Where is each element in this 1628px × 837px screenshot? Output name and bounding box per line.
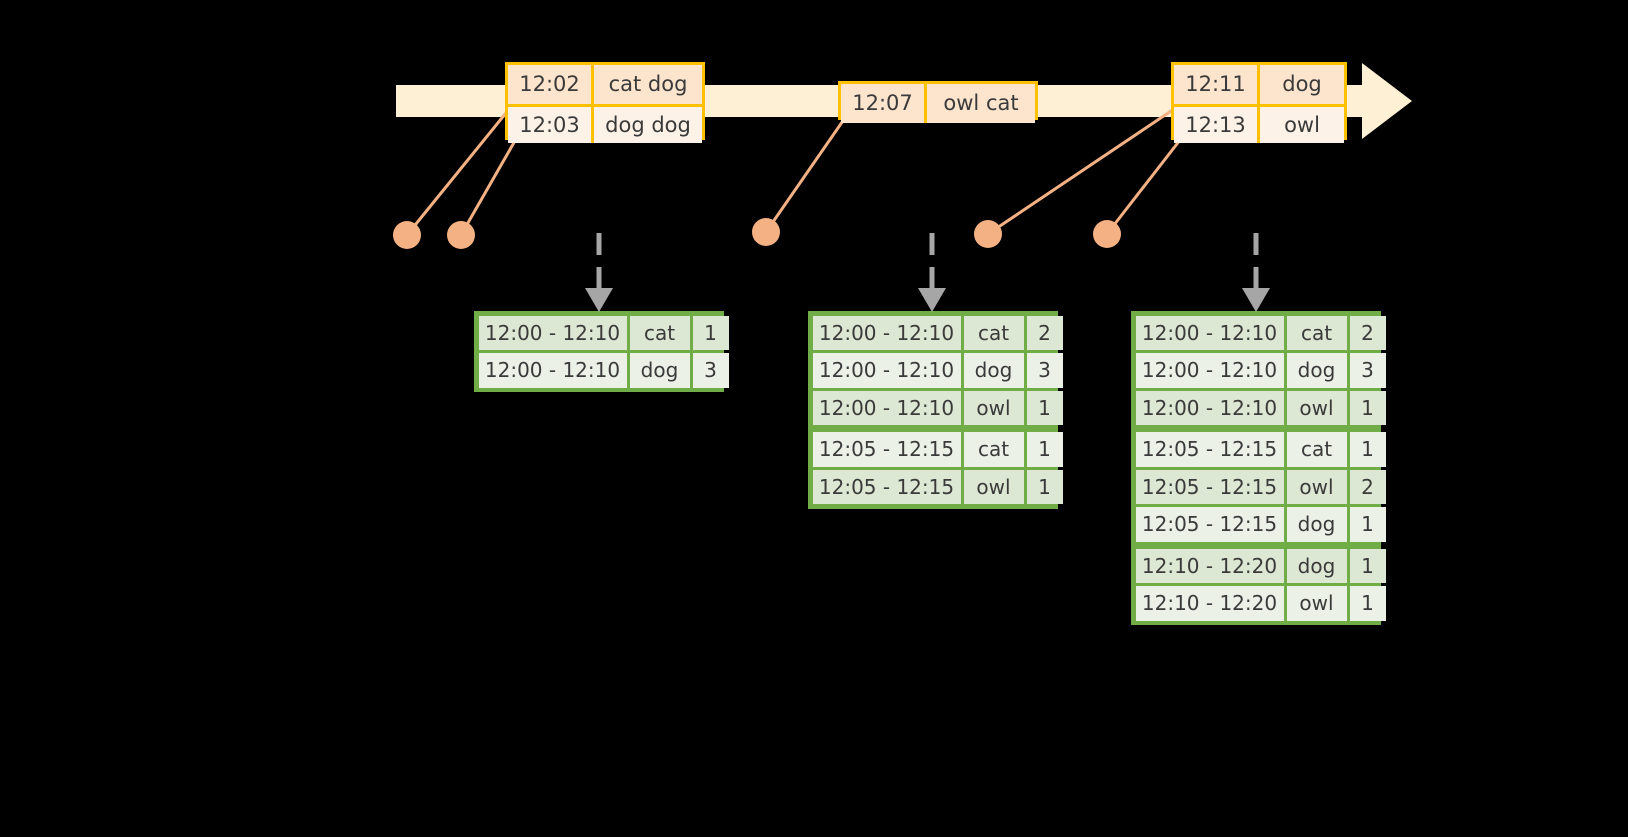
dashed-arrow-3: [1242, 233, 1270, 312]
event-dot-3: [752, 218, 780, 246]
cell-count: 1: [1349, 507, 1386, 542]
event-row: 12:07 owl cat: [841, 84, 1035, 123]
event-group-1: 12:02 cat dog 12:03 dog dog: [505, 62, 705, 143]
event-row: 12:03 dog dog: [508, 104, 702, 143]
event-dot-2: [447, 221, 475, 249]
window-group-separator: [811, 426, 1055, 431]
dashed-arrow-1: [585, 233, 613, 312]
window-group-separator: [1134, 543, 1378, 547]
event-payload: owl: [1260, 107, 1344, 143]
cell-key: cat: [1286, 432, 1347, 467]
cell-count: 1: [692, 315, 729, 350]
cell-count: 1: [1349, 390, 1386, 425]
dashed-arrow-2: [918, 233, 946, 312]
cell-key: cat: [1286, 315, 1347, 350]
cell-key: cat: [963, 315, 1024, 350]
cell-key: cat: [963, 432, 1024, 467]
cell-count: 2: [1026, 315, 1063, 350]
connector-line-4: [987, 103, 1181, 236]
event-time: 12:13: [1174, 107, 1260, 143]
cell-count: 1: [1349, 548, 1386, 583]
cell-key: owl: [963, 390, 1024, 425]
cell-key: owl: [1286, 390, 1347, 425]
cell-window: 12:05 - 12:15: [1135, 469, 1284, 504]
cell-window: 12:05 - 12:15: [1135, 507, 1284, 542]
cell-count: 2: [1349, 315, 1386, 350]
cell-window: 12:10 - 12:20: [1135, 586, 1284, 621]
cell-key: dog: [1286, 548, 1347, 583]
connector-line-2: [459, 138, 518, 236]
event-payload: owl cat: [927, 84, 1035, 123]
window-group-separator: [1134, 426, 1378, 431]
event-group-3: 12:11 dog 12:13 owl: [1171, 62, 1347, 143]
cell-count: 2: [1349, 469, 1386, 504]
cell-count: 1: [1349, 586, 1386, 621]
event-row: 12:11 dog: [1174, 65, 1344, 104]
connector-line-5: [1105, 139, 1182, 235]
cell-key: dog: [963, 353, 1024, 388]
cell-window: 12:05 - 12:15: [1135, 432, 1284, 467]
cell-count: 1: [1026, 390, 1063, 425]
cell-window: 12:05 - 12:15: [812, 469, 961, 504]
cell-window: 12:00 - 12:10: [1135, 390, 1284, 425]
event-time: 12:02: [508, 65, 594, 104]
cell-window: 12:00 - 12:10: [478, 353, 627, 388]
event-time: 12:07: [841, 84, 927, 123]
event-time: 12:11: [1174, 65, 1260, 104]
cell-key: owl: [1286, 469, 1347, 504]
event-dot-1: [393, 221, 421, 249]
cell-key: dog: [1286, 353, 1347, 388]
event-row: 12:02 cat dog: [508, 65, 702, 104]
event-row: 12:13 owl: [1174, 104, 1344, 143]
connector-line-1: [405, 107, 512, 236]
cell-window: 12:00 - 12:10: [812, 353, 961, 388]
event-dot-5: [1093, 220, 1121, 248]
cell-window: 12:00 - 12:10: [1135, 315, 1284, 350]
cell-count: 1: [1026, 469, 1063, 504]
cell-window: 12:10 - 12:20: [1135, 548, 1284, 583]
cell-count: 3: [1026, 353, 1063, 388]
event-payload: dog: [1260, 65, 1344, 104]
cell-window: 12:05 - 12:15: [812, 432, 961, 467]
cell-count: 1: [1349, 432, 1386, 467]
event-payload: dog dog: [594, 107, 702, 143]
cell-count: 1: [1026, 432, 1063, 467]
cell-count: 3: [1349, 353, 1386, 388]
cell-key: dog: [629, 353, 690, 388]
cell-window: 12:00 - 12:10: [1135, 353, 1284, 388]
cell-window: 12:00 - 12:10: [812, 315, 961, 350]
event-group-2: 12:07 owl cat: [838, 81, 1038, 123]
event-dot-4: [974, 220, 1002, 248]
cell-key: owl: [963, 469, 1024, 504]
connector-line-3: [764, 114, 849, 233]
cell-window: 12:00 - 12:10: [478, 315, 627, 350]
cell-count: 3: [692, 353, 729, 388]
cell-key: dog: [1286, 507, 1347, 542]
event-payload: cat dog: [594, 65, 702, 104]
cell-key: owl: [1286, 586, 1347, 621]
cell-window: 12:00 - 12:10: [812, 390, 961, 425]
cell-key: cat: [629, 315, 690, 350]
event-time: 12:03: [508, 107, 594, 143]
